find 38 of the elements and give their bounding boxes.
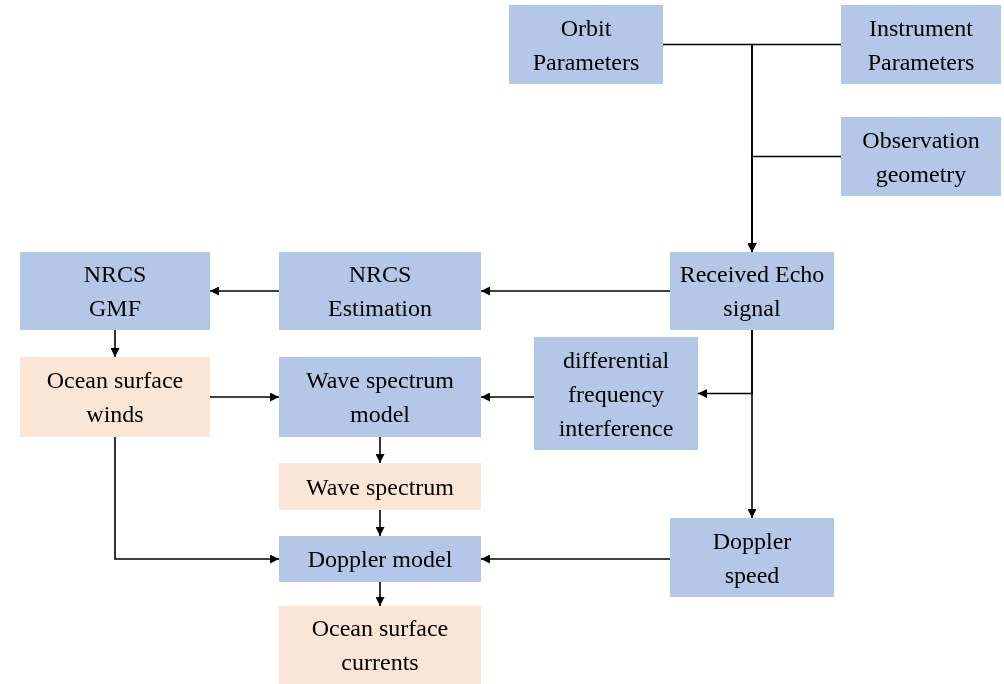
arrow [114, 436, 280, 564]
box-label: Doppler model [307, 545, 453, 574]
arrow [375, 436, 385, 464]
box-label: Orbit Parameters [531, 13, 641, 77]
box-label: NRCS Estimation [327, 260, 433, 323]
arrow [209, 286, 280, 296]
box-label: NRCS GMF [82, 260, 148, 323]
box-label: Wave spectrum [306, 472, 454, 502]
box-label: Instrument Parameters [866, 13, 976, 77]
output-box [20, 357, 210, 437]
box-label: differential frequency interference [557, 345, 675, 443]
arrow [480, 286, 671, 296]
process-box [279, 357, 481, 437]
process-box [20, 252, 210, 330]
box-label: Doppler speed [711, 526, 793, 590]
process-box [841, 117, 1001, 196]
arrow [375, 509, 385, 537]
arrow [110, 329, 120, 358]
arrow [480, 392, 535, 402]
arrow [209, 392, 280, 402]
arrow [375, 581, 385, 607]
process-box [670, 518, 834, 597]
arrow [747, 155, 842, 253]
process-box [279, 536, 481, 582]
box-label: Wave spectrum model [305, 366, 455, 429]
process-box [841, 5, 1001, 84]
arrow [747, 329, 757, 519]
process-box [509, 5, 663, 84]
output-box [279, 606, 481, 684]
box-label: Ocean surface currents [310, 614, 450, 677]
process-box [279, 252, 481, 330]
box-label: Received Echo signal [678, 260, 826, 323]
arrow [480, 554, 671, 564]
process-box [534, 337, 698, 450]
output-box [279, 463, 481, 510]
box-label: Observation geometry [861, 125, 981, 189]
box-label: Ocean surface winds [45, 366, 185, 429]
process-box [670, 252, 834, 330]
